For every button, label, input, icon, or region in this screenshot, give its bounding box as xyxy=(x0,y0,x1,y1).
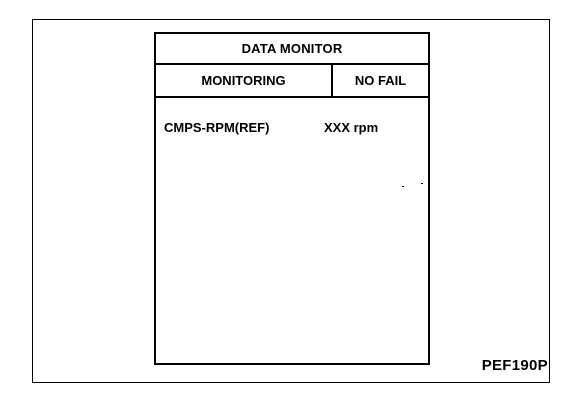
print-speck xyxy=(402,186,404,187)
diagnosis-result-label: NO FAIL xyxy=(354,73,407,88)
screen-title: DATA MONITOR xyxy=(156,34,428,65)
status-row: MONITORING NO FAIL xyxy=(156,65,428,98)
figure-code: PEF190P xyxy=(481,357,548,374)
monitor-item-name: CMPS-RPM(REF) xyxy=(164,119,270,135)
print-speck xyxy=(421,183,423,184)
data-monitor-screen: DATA MONITOR MONITORING NO FAIL CMPS-RPM… xyxy=(154,32,430,365)
monitor-item-row: CMPS-RPM(REF) XXX rpm xyxy=(164,118,424,136)
monitoring-mode-label: MONITORING xyxy=(156,65,333,96)
figure-frame xyxy=(32,19,550,383)
monitor-item-value: XXX rpm xyxy=(324,119,379,135)
